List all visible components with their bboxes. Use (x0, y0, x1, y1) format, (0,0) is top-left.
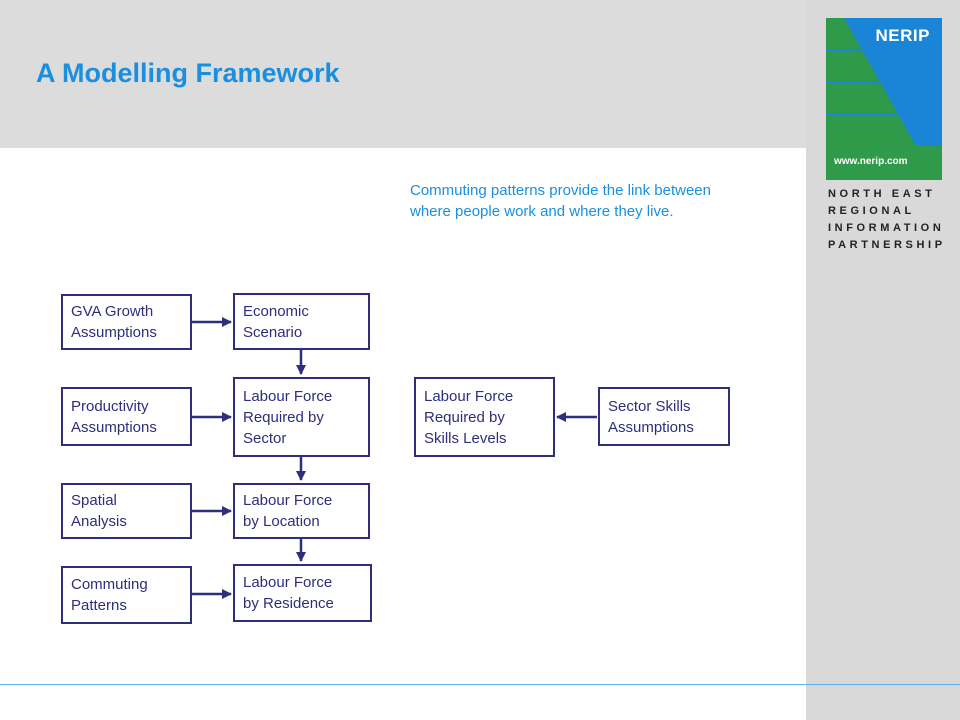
lf-by-residence-box: Labour Force by Residence (233, 564, 372, 622)
commuting-note: Commuting patterns provide the link betw… (410, 182, 711, 220)
gva-growth-box: GVA Growth Assumptions (61, 294, 192, 350)
economic-scenario-box: Economic Scenario (233, 293, 370, 350)
logo-background: NERIP www.nerip.com (826, 18, 942, 180)
logo-line: NORTH EAST (828, 188, 936, 200)
logo-pyramid-icon (826, 18, 942, 180)
sector-skills-box: Sector Skills Assumptions (598, 387, 730, 446)
lf-by-location-box: Labour Force by Location (233, 483, 370, 539)
lf-by-skills-box: Labour Force Required by Skills Levels (414, 377, 555, 457)
productivity-box: Productivity Assumptions (61, 387, 192, 446)
header-band (0, 0, 806, 148)
logo-name: NERIP (875, 26, 930, 45)
bottom-divider (0, 684, 960, 685)
lf-by-sector-box: Labour Force Required by Sector (233, 377, 370, 457)
commuting-patterns-box: Commuting Patterns (61, 566, 192, 624)
diagram-arrows (191, 317, 597, 599)
nerip-logo: NERIP www.nerip.com NORTH EAST REGIONAL … (826, 18, 942, 256)
logo-url: www.nerip.com (834, 156, 908, 167)
logo-text: NORTH EAST REGIONAL INFORMATION PARTNERS… (828, 186, 942, 254)
logo-line: INFORMATION (828, 222, 945, 234)
spatial-analysis-box: Spatial Analysis (61, 483, 192, 539)
slide-title: A Modelling Framework (36, 58, 340, 88)
logo-line: PARTNERSHIP (828, 239, 946, 251)
logo-line: REGIONAL (828, 205, 915, 217)
